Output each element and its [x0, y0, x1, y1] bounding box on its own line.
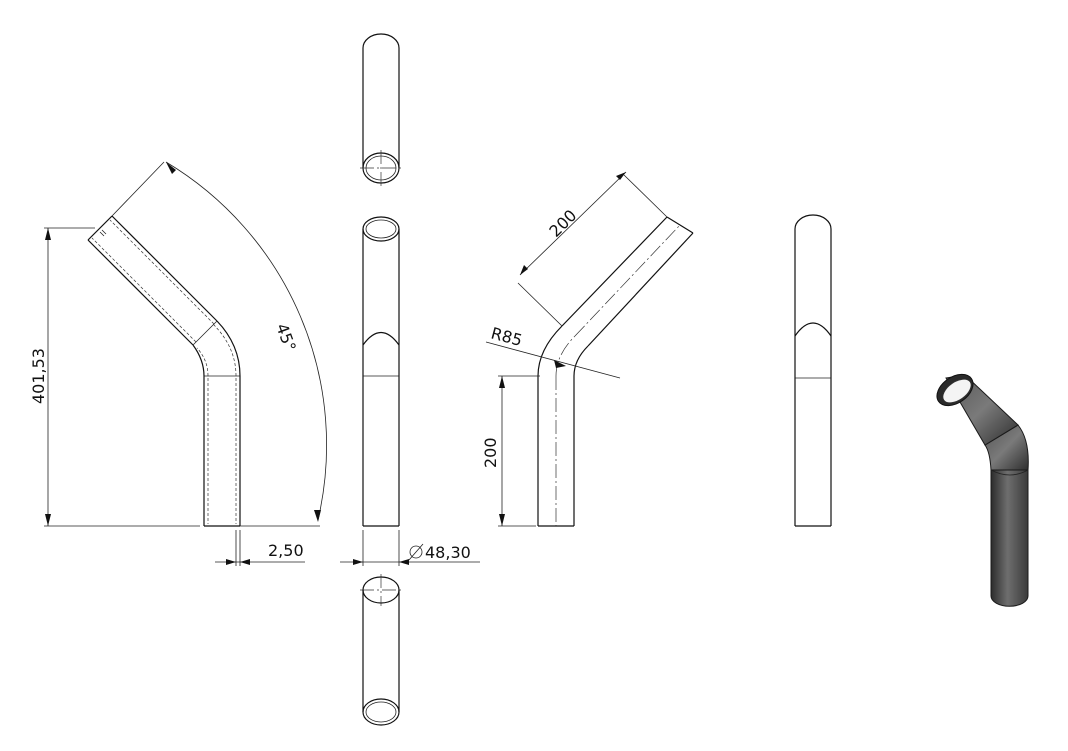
- lower-length-label: 200: [481, 437, 500, 468]
- diameter-icon: [408, 543, 424, 561]
- height-dimension-label: 401,53: [29, 348, 48, 404]
- diameter-label: 48,30: [425, 543, 471, 562]
- plain-side-view: [794, 214, 832, 527]
- isometric-pipe-view: [936, 373, 1029, 607]
- front-view: 48,30: [340, 33, 480, 726]
- upper-length-label: 200: [545, 206, 580, 241]
- section-view: 401,53 45° 2,50: [29, 161, 327, 566]
- angle-dimension-label: 45°: [272, 321, 300, 354]
- bend-radius-label: R85: [489, 324, 524, 351]
- wall-thickness-label: 2,50: [268, 541, 304, 560]
- dimensioned-side-view: 200 R85 200: [481, 171, 694, 527]
